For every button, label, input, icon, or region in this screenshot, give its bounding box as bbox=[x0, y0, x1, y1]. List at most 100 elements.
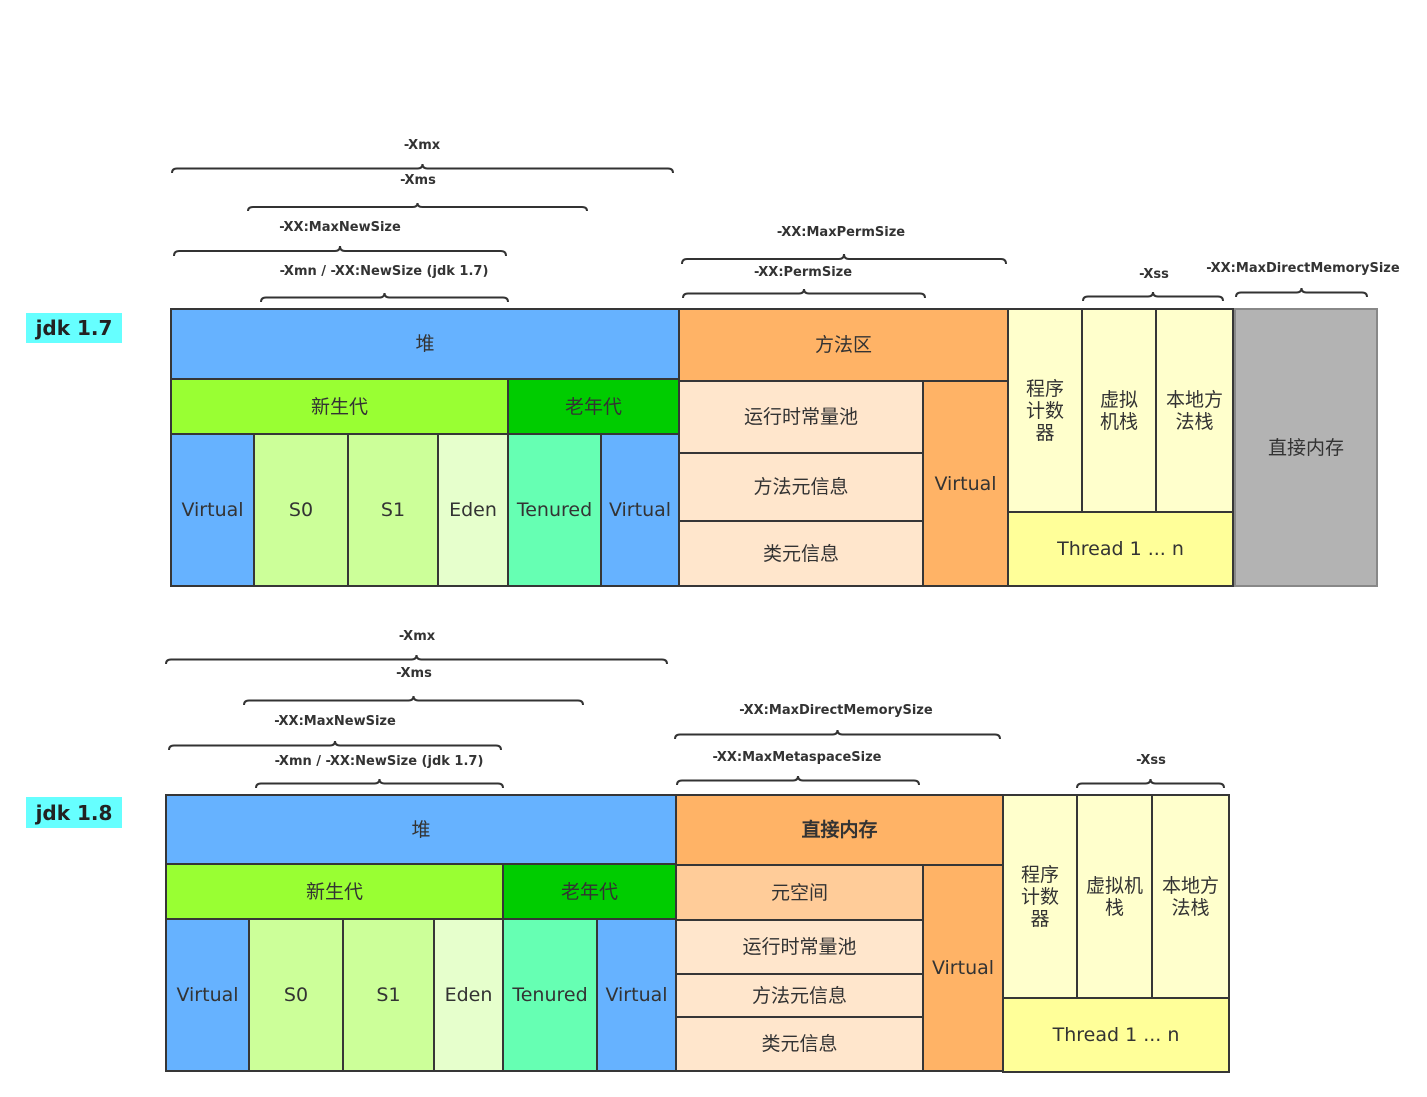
jdk17-pc-register-box: 程序计数器 bbox=[1007, 308, 1083, 513]
jdk17-max-direct-memory-size-label: -XX:MaxDirectMemorySize bbox=[1206, 261, 1400, 276]
jdk17-max-new-size-brace bbox=[173, 245, 507, 257]
jdk17-young-gen-box: 新生代 bbox=[170, 378, 509, 435]
jdk17-young-virtual-label: Virtual bbox=[181, 499, 244, 521]
jdk17-old-virtual-box: Virtual bbox=[600, 433, 680, 587]
jdk17-s0-label: S0 bbox=[288, 499, 314, 521]
jdk17-max-perm-size-label: -XX:MaxPermSize bbox=[776, 225, 906, 240]
jdk18-xss-brace bbox=[1076, 778, 1225, 789]
jdk18-metaspace-label: 元空间 bbox=[770, 881, 828, 904]
jdk18-threads-box: Thread 1 ... n bbox=[1002, 997, 1230, 1073]
jdk17-old-gen-box: 老年代 bbox=[507, 378, 680, 435]
jdk18-virtual-box: Virtual bbox=[922, 864, 1004, 1072]
jdk17-max-new-size-label: -XX:MaxNewSize bbox=[279, 220, 401, 235]
jdk17-vm-stack-label: 虚拟机栈 bbox=[1099, 388, 1138, 433]
jdk17-xmn-brace bbox=[260, 292, 509, 303]
jdk18-max-new-size-brace bbox=[168, 740, 502, 751]
jdk17-runtime-constant-pool-label: 运行时常量池 bbox=[743, 406, 858, 428]
jdk17-tag: jdk 1.7 bbox=[26, 313, 122, 343]
jdk18-xmn-brace bbox=[255, 778, 504, 789]
jdk17-class-meta-box: 类元信息 bbox=[678, 520, 924, 587]
jdk18-heap-title: 堆 bbox=[411, 818, 431, 841]
jdk17-native-stack-box: 本地方法栈 bbox=[1155, 308, 1234, 513]
jdk18-tenured-label: Tenured bbox=[512, 984, 588, 1006]
jdk18-old-virtual-box: Virtual bbox=[596, 918, 677, 1072]
jdk18-s1-box: S1 bbox=[342, 918, 435, 1072]
jdk18-virtual-label: Virtual bbox=[931, 957, 995, 979]
jdk17-young-virtual-box: Virtual bbox=[170, 433, 255, 587]
jdk18-vm-stack-label: 虚拟机栈 bbox=[1086, 874, 1144, 919]
jdk17-max-perm-size-brace bbox=[681, 253, 1007, 265]
jdk17-perm-size-label: -XX:PermSize bbox=[753, 265, 853, 280]
jdk17-xss-label: -Xss bbox=[1139, 267, 1169, 282]
jdk18-native-stack-box: 本地方法栈 bbox=[1151, 794, 1230, 999]
jdk17-s0-box: S0 bbox=[253, 433, 349, 587]
jdk17-max-direct-memory-size-brace bbox=[1235, 287, 1368, 298]
jdk17-young-gen-label: 新生代 bbox=[310, 395, 368, 418]
jdk17-direct-memory-label: 直接内存 bbox=[1267, 436, 1344, 459]
jdk17-xmx-label: -Xmx bbox=[403, 138, 441, 153]
jdk18-max-direct-memory-size-label: -XX:MaxDirectMemorySize bbox=[739, 703, 933, 718]
jdk17-tenured-box: Tenured bbox=[507, 433, 602, 587]
jdk17-method-virtual-box: Virtual bbox=[922, 380, 1009, 587]
jdk18-xms-brace bbox=[243, 695, 584, 706]
jdk17-pc-register-label: 程序计数器 bbox=[1025, 377, 1064, 444]
jdk18-direct-memory-box: 直接内存 bbox=[675, 794, 1004, 866]
jdk17-old-virtual-label: Virtual bbox=[608, 499, 672, 521]
jdk17-xmn-label: -Xmn / -XX:NewSize (jdk 1.7) bbox=[279, 264, 489, 279]
jdk18-young-virtual-box: Virtual bbox=[165, 918, 250, 1072]
jdk18-class-meta-box: 类元信息 bbox=[675, 1016, 924, 1072]
jdk17-perm-size-brace bbox=[682, 288, 926, 299]
jdk18-direct-memory-title: 直接内存 bbox=[801, 819, 878, 841]
jdk18-tenured-box: Tenured bbox=[502, 918, 598, 1072]
jdk18-max-metaspace-size-label: -XX:MaxMetaspaceSize bbox=[712, 750, 882, 765]
jdk17-method-meta-box: 方法元信息 bbox=[678, 452, 924, 522]
jdk18-method-meta-label: 方法元信息 bbox=[751, 984, 847, 1007]
jdk18-tag: jdk 1.8 bbox=[26, 797, 122, 828]
jdk17-threads-box: Thread 1 ... n bbox=[1007, 511, 1234, 587]
jdk18-metaspace-box: 元空间 bbox=[675, 864, 924, 921]
jdk18-old-gen-box: 老年代 bbox=[502, 863, 677, 920]
jdk18-vm-stack-box: 虚拟机栈 bbox=[1076, 794, 1153, 999]
jdk18-heap-box: 堆 bbox=[165, 794, 677, 865]
jdk17-method-virtual-label: Virtual bbox=[934, 472, 997, 495]
jdk18-pc-register-box: 程序计数器 bbox=[1002, 794, 1078, 999]
jdk18-young-virtual-label: Virtual bbox=[176, 984, 239, 1006]
jdk17-heap-title: 堆 bbox=[415, 333, 435, 355]
jdk18-s1-label: S1 bbox=[376, 984, 401, 1006]
jdk18-s0-box: S0 bbox=[248, 918, 344, 1072]
jdk18-native-stack-label: 本地方法栈 bbox=[1161, 874, 1219, 919]
jdk18-class-meta-label: 类元信息 bbox=[761, 1033, 838, 1055]
jdk17-runtime-constant-pool-box: 运行时常量池 bbox=[678, 380, 924, 454]
jdk18-threads-label: Thread 1 ... n bbox=[1052, 1024, 1180, 1046]
jdk17-old-gen-label: 老年代 bbox=[564, 395, 622, 418]
jdk17-eden-box: Eden bbox=[437, 433, 509, 587]
jdk17-vm-stack-box: 虚拟机栈 bbox=[1081, 308, 1157, 513]
jdk17-xss-brace bbox=[1082, 291, 1224, 302]
jdk17-heap-box: 堆 bbox=[170, 308, 680, 380]
jdk17-xms-label: -Xms bbox=[400, 173, 436, 188]
jdk17-native-stack-label: 本地方法栈 bbox=[1165, 388, 1223, 433]
jdk17-s1-box: S1 bbox=[347, 433, 439, 587]
jdk17-s1-label: S1 bbox=[380, 499, 406, 521]
jdk18-method-meta-box: 方法元信息 bbox=[675, 973, 924, 1018]
jdk18-xmn-label: -Xmn / -XX:NewSize (jdk 1.7) bbox=[274, 754, 484, 769]
jdk18-young-gen-label: 新生代 bbox=[305, 880, 363, 903]
jdk17-method-meta-label: 方法元信息 bbox=[753, 476, 849, 498]
jdk18-max-direct-memory-size-brace bbox=[674, 729, 1001, 740]
jdk18-xms-label: -Xms bbox=[396, 666, 432, 681]
jdk18-xss-label: -Xss bbox=[1136, 753, 1166, 768]
jdk18-xmx-label: -Xmx bbox=[398, 629, 436, 644]
jdk18-eden-label: Eden bbox=[444, 984, 493, 1006]
jdk18-old-gen-label: 老年代 bbox=[560, 880, 618, 903]
jdk17-method-area-box: 方法区 bbox=[678, 308, 1009, 382]
jdk18-young-gen-box: 新生代 bbox=[165, 863, 504, 920]
jdk17-xms-brace bbox=[247, 202, 588, 212]
jdk18-max-new-size-label: -XX:MaxNewSize bbox=[274, 714, 396, 729]
jdk18-xmx-brace bbox=[165, 654, 668, 665]
jdk17-method-area-title: 方法区 bbox=[814, 334, 872, 356]
jdk18-old-virtual-label: Virtual bbox=[605, 984, 668, 1006]
jdk17-xmx-brace bbox=[171, 163, 674, 174]
jdk18-max-metaspace-size-brace bbox=[676, 775, 920, 786]
jdk17-tenured-label: Tenured bbox=[516, 499, 593, 521]
